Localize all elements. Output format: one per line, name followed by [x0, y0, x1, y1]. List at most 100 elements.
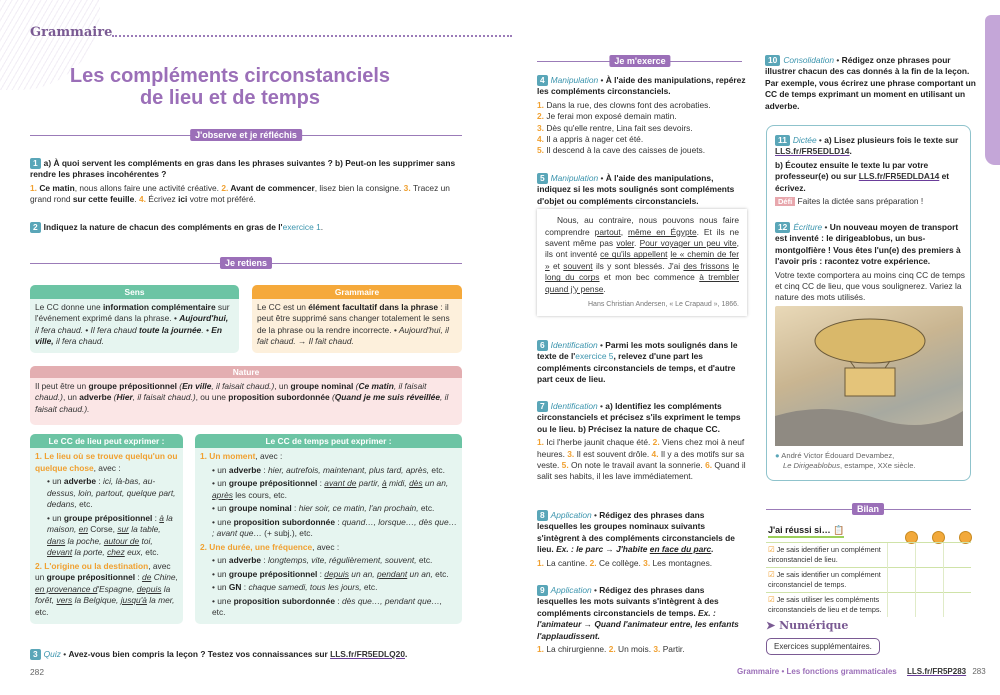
text-segment: 3.	[653, 644, 663, 655]
rich-text: • un groupe prépositionnel : depuis un a…	[200, 569, 457, 581]
rich-text: Parmi les mots soulignés dans le texte d…	[537, 340, 737, 384]
text-segment: et	[549, 260, 564, 271]
text-segment: partout	[594, 226, 621, 237]
quote-box: Nous, au contraire, nous pouvons nous fa…	[537, 209, 747, 317]
bilan-table: ☑ Je sais identifier un complément circo…	[766, 542, 971, 617]
text-segment: jusqu'à	[120, 595, 147, 605]
footer: Grammaire • Les fonctions grammaticales …	[737, 666, 986, 677]
title-line-1: Les compléments circonstanciels	[69, 65, 391, 87]
text-segment: Indiquez la nature de chacun des complém…	[43, 222, 283, 232]
text-segment: proposition subordonnée	[233, 516, 335, 527]
rich-text: 1. La cantine. 2. Ce collège. 3. Les mon…	[537, 558, 742, 569]
link[interactable]: LLS.fr/FR5EDLDA14	[858, 171, 940, 182]
text-segment: :	[335, 595, 342, 606]
text-segment: , ils ont inventé	[545, 238, 739, 260]
checkbox-icon: ☑	[768, 570, 777, 579]
text-segment: eux,	[124, 547, 143, 557]
self-assessment-cell[interactable]	[886, 592, 915, 617]
text-segment: , avec un	[35, 560, 171, 583]
text-segment: groupe nominal	[290, 381, 354, 391]
text-segment: Quand je me suis réveillée	[334, 392, 440, 403]
writing-frame	[766, 125, 971, 481]
link[interactable]: exercice 5	[575, 351, 614, 362]
self-assessment-cell[interactable]	[886, 567, 915, 593]
link[interactable]: exercice 1	[282, 222, 321, 232]
text-segment: , avec :	[312, 541, 340, 552]
exercise-label: Quiz	[43, 649, 61, 659]
rich-text: Rédigez des phrases dans lesquelles les …	[537, 585, 739, 641]
quote-source: Hans Christian Andersen, « Le Crapaud »,…	[588, 301, 739, 309]
text-segment: ,	[620, 226, 629, 237]
self-assessment-cell[interactable]	[914, 542, 943, 568]
rich-text: Le CC donne une information complémentai…	[30, 299, 239, 351]
text-segment: il fera chaud.	[53, 336, 104, 347]
link[interactable]: LLS.fr/FR5EDLQ20	[330, 649, 405, 659]
text-segment: ils y sont blessés. J'ai	[592, 260, 684, 271]
text-segment: Aujourd'hui,	[179, 313, 229, 324]
text-segment: 1.	[537, 557, 547, 568]
list-item: 5. Il descend à la cave des caisses de j…	[537, 145, 747, 156]
rich-text: Rédigez des phrases dans lesquelles les …	[537, 510, 735, 554]
text-segment: Pour voyager un peu vite	[639, 238, 737, 249]
rich-text: • un GN : chaque samedi, tous les jours,…	[200, 582, 457, 594]
text-segment: la Belgique,	[72, 595, 121, 605]
item-text: Je ferai mon exposé demain matin.	[546, 111, 677, 122]
text-segment: a) Lisez plusieurs fois le texte sur	[824, 135, 959, 145]
text-segment: :	[261, 555, 269, 565]
text-segment: Quand il salit ses habits, il les lave i…	[537, 460, 746, 482]
footer-link[interactable]: LLS.fr/FR5P283	[906, 667, 967, 676]
text-segment: , il faisait chaud.)	[132, 392, 196, 403]
text-segment: chez	[107, 547, 125, 557]
section-bilan-badge: Bilan	[851, 503, 885, 515]
self-assessment-cell[interactable]	[942, 592, 971, 617]
text-segment: en face du parc	[649, 544, 712, 555]
text-segment: 5.	[561, 460, 571, 471]
self-assessment-cell[interactable]	[914, 567, 943, 593]
text-segment: 2. Une durée, une fréquence	[200, 541, 313, 552]
exercise-number: 10	[765, 55, 781, 66]
text-segment: .	[634, 238, 640, 249]
text-segment: ce qu'ils appellent	[600, 249, 668, 260]
text-segment: etc.	[361, 582, 378, 592]
text-segment: :	[317, 478, 325, 488]
sens-box: Sens Le CC donne une information complém…	[30, 285, 239, 353]
text-segment: (	[329, 392, 335, 403]
text-segment: dès	[409, 478, 423, 488]
text-segment: ici	[178, 194, 188, 205]
text-segment: sur l'événement exprimé dans la phrase.	[35, 302, 230, 324]
page-title: Les compléments circonstanciels de lieu …	[60, 65, 400, 109]
text-segment: En ville	[182, 381, 212, 391]
dirigeablobus-illustration	[775, 306, 963, 446]
text-segment: • un	[212, 582, 229, 592]
bilan-criterion: ☑ Je sais utiliser les compléments circo…	[766, 592, 887, 617]
bilan-row: ☑ Je sais identifier un complément circo…	[766, 542, 971, 568]
item-number: 1.	[537, 99, 547, 110]
self-assessment-cell[interactable]	[942, 542, 971, 568]
self-assessment-cell[interactable]	[886, 542, 915, 568]
text-segment: • un	[212, 478, 229, 488]
text-segment: ici, là-bas, au-dessus, loin, partout, q…	[47, 476, 176, 509]
link[interactable]: LLS.fr/FR5EDLD14	[775, 146, 850, 157]
self-assessment-cell[interactable]	[942, 567, 971, 593]
text-segment: • un	[212, 503, 229, 513]
exercise-label: Dictée	[792, 135, 817, 145]
text-segment: Écrivez	[148, 194, 179, 205]
text-segment: , relevez d'une part les compléments cir…	[537, 351, 736, 385]
section-observe-badge: J'observe et je réfléchis	[190, 129, 302, 141]
text-segment: • un	[47, 512, 64, 523]
text-segment: après	[212, 489, 233, 500]
text-segment: , lisez bien la consigne.	[314, 182, 404, 193]
exercices-supplementaires-button[interactable]: Exercices supplémentaires.	[766, 638, 880, 656]
text-segment: Rédigez onze phrases pour illustrer chac…	[765, 55, 976, 111]
exercise-number: 11	[775, 135, 790, 146]
text-segment: .	[134, 194, 139, 205]
text-segment: Rédigez des phrases dans lesquelles les …	[537, 585, 719, 618]
rich-text: 1. Un moment, avec :	[200, 451, 457, 463]
self-assessment-cell[interactable]	[914, 592, 943, 617]
rich-text: b) Écoutez ensuite le texte lu par votre…	[775, 160, 967, 194]
